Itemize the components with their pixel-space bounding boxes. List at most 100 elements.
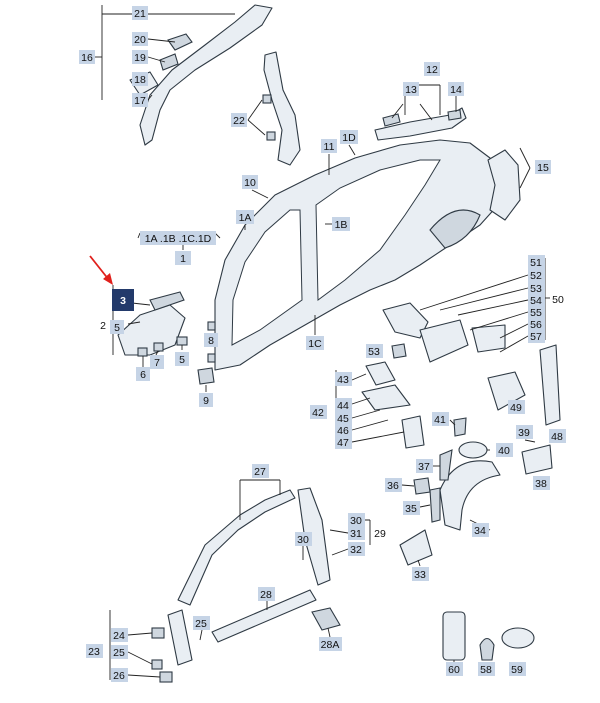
- svg-text:56: 56: [530, 319, 542, 331]
- svg-text:1B: 1B: [335, 219, 348, 231]
- label-5-lower[interactable]: 5: [175, 352, 189, 366]
- label-1[interactable]: 1: [175, 251, 191, 265]
- label-31[interactable]: 31: [348, 526, 365, 540]
- label-23[interactable]: 23: [86, 644, 103, 658]
- label-47[interactable]: 47: [335, 435, 352, 449]
- svg-text:48: 48: [551, 431, 563, 443]
- label-26[interactable]: 26: [111, 668, 128, 682]
- svg-text:10: 10: [244, 177, 256, 189]
- label-1A[interactable]: 1A: [236, 210, 254, 224]
- label-25-upper[interactable]: 25: [193, 616, 210, 630]
- label-40[interactable]: 40: [496, 443, 513, 457]
- label-7[interactable]: 7: [150, 355, 164, 369]
- label-3-highlighted[interactable]: 3: [112, 289, 134, 311]
- label-6[interactable]: 6: [136, 367, 150, 381]
- svg-text:50: 50: [552, 294, 564, 306]
- label-42[interactable]: 42: [310, 405, 327, 419]
- label-1C[interactable]: 1C: [306, 336, 324, 350]
- svg-text:32: 32: [350, 544, 362, 556]
- label-2[interactable]: 2: [96, 318, 110, 332]
- label-8[interactable]: 8: [204, 333, 218, 347]
- front-door-opening: [231, 209, 303, 346]
- label-13[interactable]: 13: [403, 82, 419, 96]
- label-56[interactable]: 56: [528, 317, 545, 331]
- bracket-35: [429, 487, 441, 523]
- label-20[interactable]: 20: [132, 32, 148, 46]
- svg-text:17: 17: [134, 95, 146, 107]
- label-24[interactable]: 24: [111, 628, 128, 642]
- label-46[interactable]: 46: [335, 423, 352, 437]
- label-5-upper[interactable]: 5: [110, 320, 124, 334]
- label-34[interactable]: 34: [472, 523, 489, 537]
- label-27[interactable]: 27: [252, 464, 269, 478]
- svg-text:51: 51: [530, 257, 542, 269]
- label-30-lower[interactable]: 30: [295, 532, 312, 546]
- label-60[interactable]: 60: [446, 662, 463, 676]
- label-45[interactable]: 45: [335, 411, 352, 425]
- label-25-lower[interactable]: 25: [111, 645, 128, 659]
- svg-text:53: 53: [368, 346, 380, 358]
- label-32[interactable]: 32: [348, 542, 365, 556]
- label-58[interactable]: 58: [478, 662, 495, 676]
- label-22[interactable]: 22: [231, 113, 247, 127]
- label-55[interactable]: 55: [528, 305, 545, 319]
- label-41[interactable]: 41: [432, 412, 449, 426]
- svg-text:28: 28: [260, 589, 272, 601]
- svg-text:26: 26: [113, 670, 125, 682]
- svg-text:14: 14: [450, 84, 462, 96]
- svg-text:19: 19: [134, 52, 146, 64]
- inner-a-pillar-27: [177, 489, 296, 606]
- svg-text:8: 8: [208, 335, 214, 347]
- svg-text:5: 5: [114, 322, 120, 334]
- label-33[interactable]: 33: [412, 567, 429, 581]
- label-12[interactable]: 12: [424, 62, 440, 76]
- upper-a-pillar-rail: [139, 4, 273, 146]
- svg-text:47: 47: [337, 437, 349, 449]
- label-53-lower[interactable]: 53: [366, 344, 383, 358]
- label-1D[interactable]: 1D: [340, 130, 358, 144]
- b-pillar-reinforcement: [263, 51, 301, 166]
- label-50[interactable]: 50: [550, 292, 566, 306]
- panel-47: [401, 415, 425, 449]
- label-28[interactable]: 28: [258, 587, 275, 601]
- label-15[interactable]: 15: [535, 160, 551, 174]
- nut-6: [137, 347, 148, 357]
- clip-22a: [262, 94, 272, 104]
- label-30-upper[interactable]: 30: [348, 513, 365, 527]
- label-36[interactable]: 36: [385, 478, 402, 492]
- bracket-53: [391, 343, 407, 359]
- bracket-28A: [311, 607, 341, 631]
- label-43[interactable]: 43: [335, 372, 352, 386]
- label-18[interactable]: 18: [132, 72, 148, 86]
- label-17[interactable]: 17: [132, 93, 148, 107]
- label-9[interactable]: 9: [199, 393, 213, 407]
- label-11[interactable]: 11: [321, 139, 337, 153]
- label-49[interactable]: 49: [508, 400, 525, 414]
- label-38[interactable]: 38: [533, 476, 550, 490]
- label-16[interactable]: 16: [79, 50, 95, 64]
- label-53-upper[interactable]: 53: [528, 281, 545, 295]
- label-14[interactable]: 14: [448, 82, 464, 96]
- label-28A[interactable]: 28A: [319, 637, 342, 651]
- label-37[interactable]: 37: [416, 459, 433, 473]
- label-48[interactable]: 48: [549, 429, 566, 443]
- rail-bracket-20: [167, 33, 193, 51]
- label-35[interactable]: 35: [403, 501, 420, 515]
- label-21[interactable]: 21: [132, 6, 148, 20]
- label-1-group[interactable]: 1A .1B .1C.1D: [140, 231, 216, 245]
- label-52[interactable]: 52: [528, 268, 545, 282]
- svg-text:59: 59: [511, 664, 523, 676]
- label-19[interactable]: 19: [132, 50, 148, 64]
- svg-text:20: 20: [134, 34, 146, 46]
- label-10[interactable]: 10: [242, 175, 258, 189]
- label-44[interactable]: 44: [335, 398, 352, 412]
- label-51[interactable]: 51: [528, 255, 545, 269]
- label-57[interactable]: 57: [528, 329, 545, 343]
- label-54[interactable]: 54: [528, 293, 545, 307]
- clip-5: [176, 336, 188, 346]
- rear-inner-panel-56: [471, 324, 506, 353]
- label-39[interactable]: 39: [516, 425, 533, 439]
- label-59[interactable]: 59: [509, 662, 526, 676]
- label-29[interactable]: 29: [372, 526, 388, 540]
- label-1B[interactable]: 1B: [332, 217, 350, 231]
